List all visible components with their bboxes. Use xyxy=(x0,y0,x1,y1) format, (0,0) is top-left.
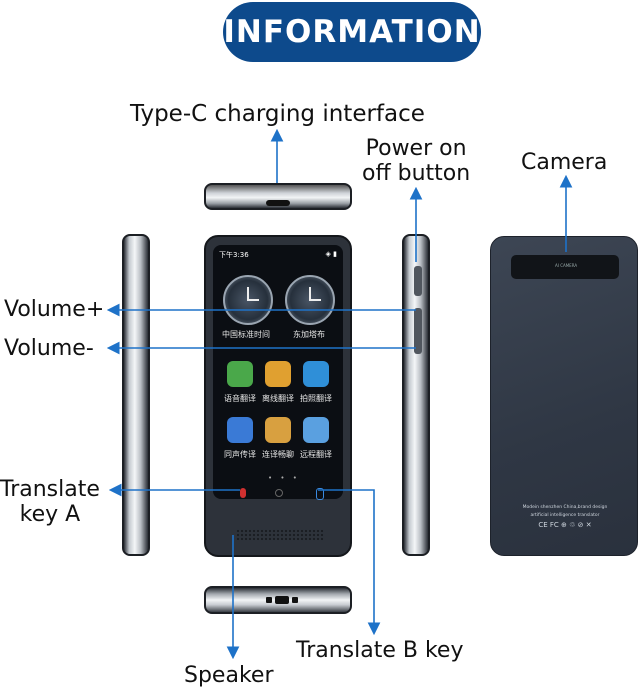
clock-caption: 中国标准时间 xyxy=(222,330,270,339)
translate-a-line2: key A xyxy=(19,502,81,527)
back-product-text: artificial intelligence translator xyxy=(530,513,600,518)
device-front-view: 下午3:36 ◈ ▮ 中国标准时间 东加塔布 语音翻译 离线翻译 拍照翻译 同声… xyxy=(204,235,352,557)
translate-key-b xyxy=(316,488,324,500)
status-icons: ◈ ▮ xyxy=(325,250,337,258)
app-label: 同声传译 xyxy=(224,450,256,459)
device-bottom-view xyxy=(204,586,352,614)
remote-translate-icon xyxy=(303,417,329,443)
type-c-label: Type-C charging interface xyxy=(130,101,425,127)
bottom-port xyxy=(275,596,289,604)
voice-translate-icon xyxy=(227,361,253,387)
offline-translate-icon xyxy=(265,361,291,387)
volume-down-label: Volume- xyxy=(4,336,94,361)
clock-tonga-icon xyxy=(285,275,335,325)
camera-module: AI CAMERA xyxy=(511,255,619,279)
power-button xyxy=(414,266,422,296)
device-screen: 下午3:36 ◈ ▮ 中国标准时间 东加塔布 语音翻译 离线翻译 拍照翻译 同声… xyxy=(213,245,343,499)
camera-label: Camera xyxy=(521,150,608,175)
speaker-grille xyxy=(236,529,324,541)
app-label: 连译畅聊 xyxy=(262,450,294,459)
device-back-view: AI CAMERA Modein shenzhen China,brand de… xyxy=(490,236,638,556)
app-label: 拍照翻译 xyxy=(300,394,332,403)
device-top-view xyxy=(204,183,352,210)
status-time: 下午3:36 xyxy=(219,251,249,259)
device-right-side xyxy=(402,234,430,556)
translate-key-a-label: Translate key A xyxy=(0,477,100,527)
power-button-label: Power on off button xyxy=(362,136,470,186)
volume-button xyxy=(414,308,422,354)
certification-marks: CE FC ⊕ ♲ ⊘ ✕ xyxy=(538,521,592,529)
bottom-hole xyxy=(292,597,298,603)
bottom-hole xyxy=(266,597,272,603)
home-button xyxy=(275,489,283,497)
speaker-label: Speaker xyxy=(184,663,274,688)
translate-a-line1: Translate xyxy=(0,477,100,502)
app-label: 远程翻译 xyxy=(300,450,332,459)
power-label-line1: Power on xyxy=(365,136,467,161)
clock-china-icon xyxy=(223,275,273,325)
power-label-line2: off button xyxy=(362,161,471,186)
app-label: 语音翻译 xyxy=(224,394,256,403)
chat-translate-icon xyxy=(265,417,291,443)
back-brand-text: Modein shenzhen China,brand design xyxy=(522,505,608,510)
camera-text: AI CAMERA xyxy=(555,263,578,268)
information-title: INFORMATION xyxy=(223,2,481,62)
volume-up-label: Volume+ xyxy=(4,297,105,322)
type-c-port xyxy=(266,200,290,206)
clock-caption: 东加塔布 xyxy=(293,330,325,339)
photo-translate-icon xyxy=(303,361,329,387)
simultaneous-translate-icon xyxy=(227,417,253,443)
app-label: 离线翻译 xyxy=(262,394,294,403)
translate-b-key-label: Translate B key xyxy=(296,638,464,663)
device-left-side xyxy=(122,234,150,556)
page-indicator: • • • xyxy=(268,474,300,482)
translate-key-a xyxy=(240,488,246,498)
